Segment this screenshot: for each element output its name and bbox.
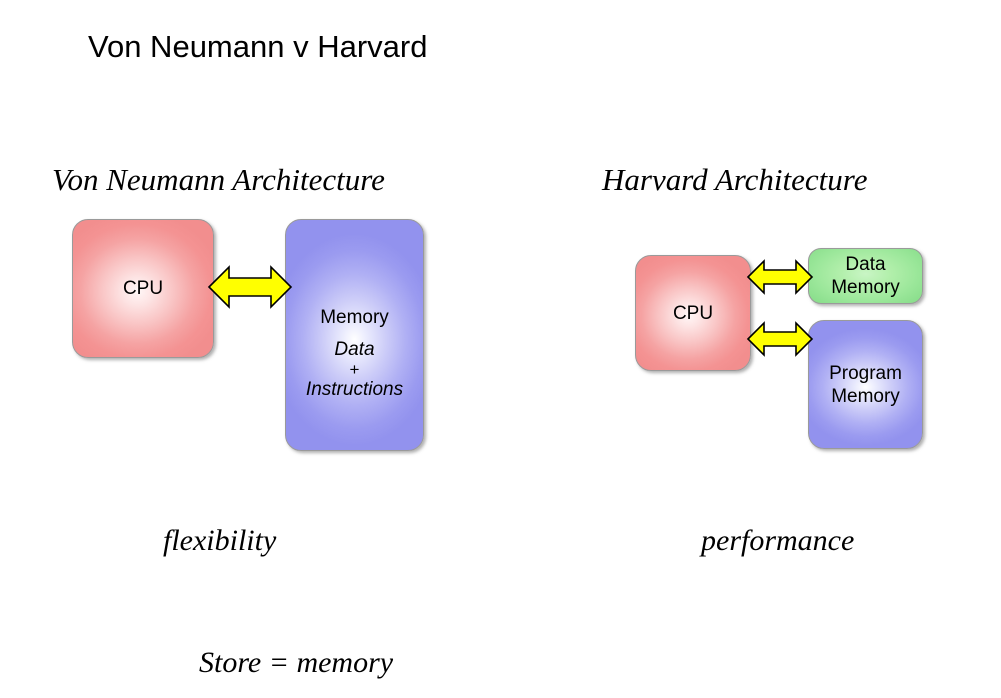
harvard-heading: Harvard Architecture (602, 162, 868, 197)
page-title: Von Neumann v Harvard (88, 29, 428, 64)
double-headed-arrow-shape (207, 265, 293, 309)
harvard-data-memory-line-1: Data (845, 254, 886, 275)
harvard-cpu-data-memory-arrow (746, 258, 814, 296)
spacer (306, 329, 403, 338)
von-neumann-caption: flexibility (163, 524, 277, 557)
double-headed-arrow-shape (746, 321, 814, 357)
harvard-cpu-label: CPU (672, 302, 714, 324)
harvard-program-memory-box: Program Memory (808, 320, 923, 449)
harvard-caption: performance (701, 524, 855, 557)
von-neumann-heading: Von Neumann Architecture (52, 162, 385, 197)
harvard-cpu-program-memory-arrow (746, 320, 814, 358)
harvard-cpu-box: CPU (635, 255, 751, 371)
von-neumann-memory-box: Memory Data + Instructions (285, 219, 424, 451)
double-headed-arrow-shape (746, 259, 814, 295)
von-neumann-memory-text-stack: Memory Data + Instructions (306, 306, 403, 401)
von-neumann-memory-instructions-label: Instructions (305, 378, 404, 400)
von-neumann-memory-data-label: Data (334, 338, 375, 360)
harvard-program-memory-line-2: Memory (831, 385, 900, 407)
von-neumann-memory-label: Memory (320, 306, 389, 328)
harvard-data-memory-line-2: Memory (831, 277, 900, 298)
von-neumann-cpu-label: CPU (122, 278, 164, 299)
von-neumann-cpu-memory-arrow (207, 263, 293, 311)
harvard-data-memory-box: Data Memory (808, 248, 923, 304)
harvard-program-memory-line-1: Program (829, 362, 902, 384)
von-neumann-cpu-box: CPU (72, 219, 214, 358)
footer-note: Store = memory (199, 646, 394, 679)
von-neumann-memory-plus-label: + (349, 359, 360, 379)
